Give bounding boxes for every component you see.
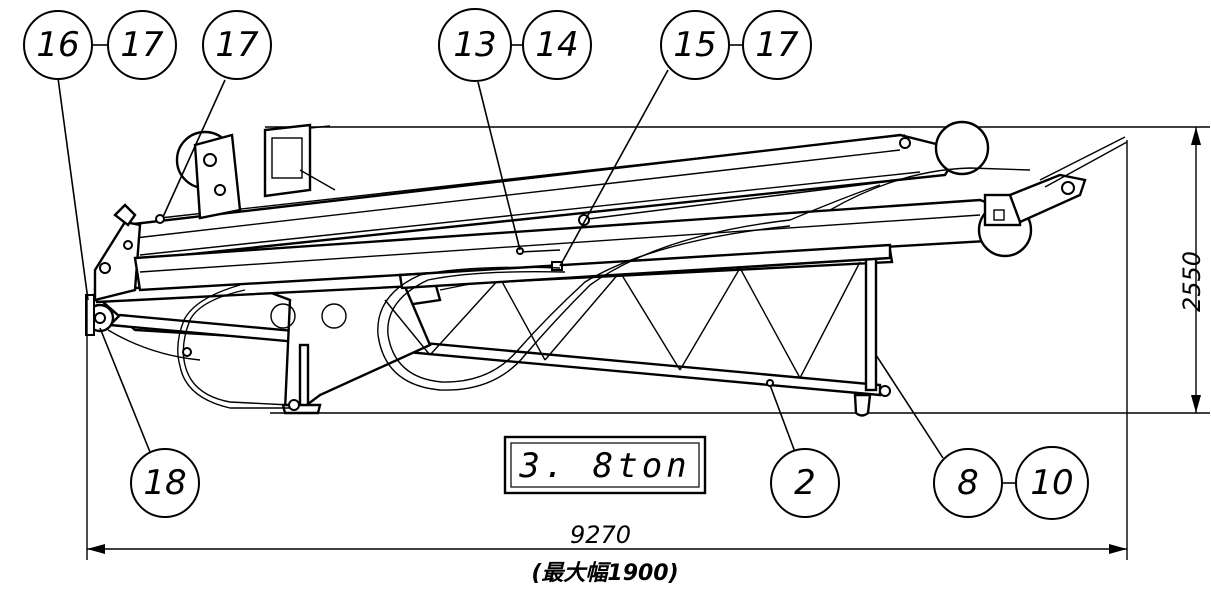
- main-boom: [93, 120, 990, 302]
- length-dimension: 9270 (最大幅1900): [86, 140, 1128, 586]
- callout-8: 8: [933, 448, 1003, 518]
- callout-18: 18: [130, 448, 200, 518]
- tip-sheave: [934, 120, 990, 176]
- svg-text:15: 15: [673, 25, 716, 65]
- length-dimension-label: 9270: [570, 521, 631, 549]
- svg-text:2: 2: [794, 463, 816, 503]
- weight-label-box: 3. 8ton: [503, 435, 707, 495]
- svg-text:10: 10: [1030, 463, 1073, 503]
- height-dimension-label: 2550: [1178, 251, 1206, 312]
- callout-17-a: 17: [107, 10, 177, 80]
- svg-text:8: 8: [957, 463, 979, 503]
- svg-text:13: 13: [453, 25, 496, 65]
- svg-text:18: 18: [143, 463, 186, 503]
- lightening-hole-2: [321, 303, 347, 329]
- callout-13: 13: [438, 8, 512, 82]
- callout-10: 10: [1015, 446, 1089, 520]
- callout-14: 14: [522, 10, 592, 80]
- svg-text:17: 17: [755, 25, 799, 65]
- callout-2: 2: [770, 448, 840, 518]
- callout-16: 16: [23, 10, 93, 80]
- jib-boom: [133, 136, 1128, 292]
- weight-label: 3. 8ton: [518, 446, 690, 486]
- winch-assembly: [113, 123, 336, 227]
- callout-17-c: 17: [742, 10, 812, 80]
- hydraulic-cylinder: [398, 243, 892, 290]
- leader-lines: [57, 44, 1015, 484]
- callout-15: 15: [660, 10, 730, 80]
- svg-text:14: 14: [535, 25, 578, 65]
- svg-text:16: 16: [36, 25, 79, 65]
- svg-text:17: 17: [215, 25, 259, 65]
- max-width-label: (最大幅1900): [531, 561, 678, 586]
- callout-17-b: 17: [202, 10, 272, 80]
- height-dimension: 2550: [1178, 127, 1206, 413]
- hose-loops: [107, 184, 881, 411]
- svg-text:17: 17: [120, 25, 164, 65]
- lightening-hole-1: [270, 303, 296, 329]
